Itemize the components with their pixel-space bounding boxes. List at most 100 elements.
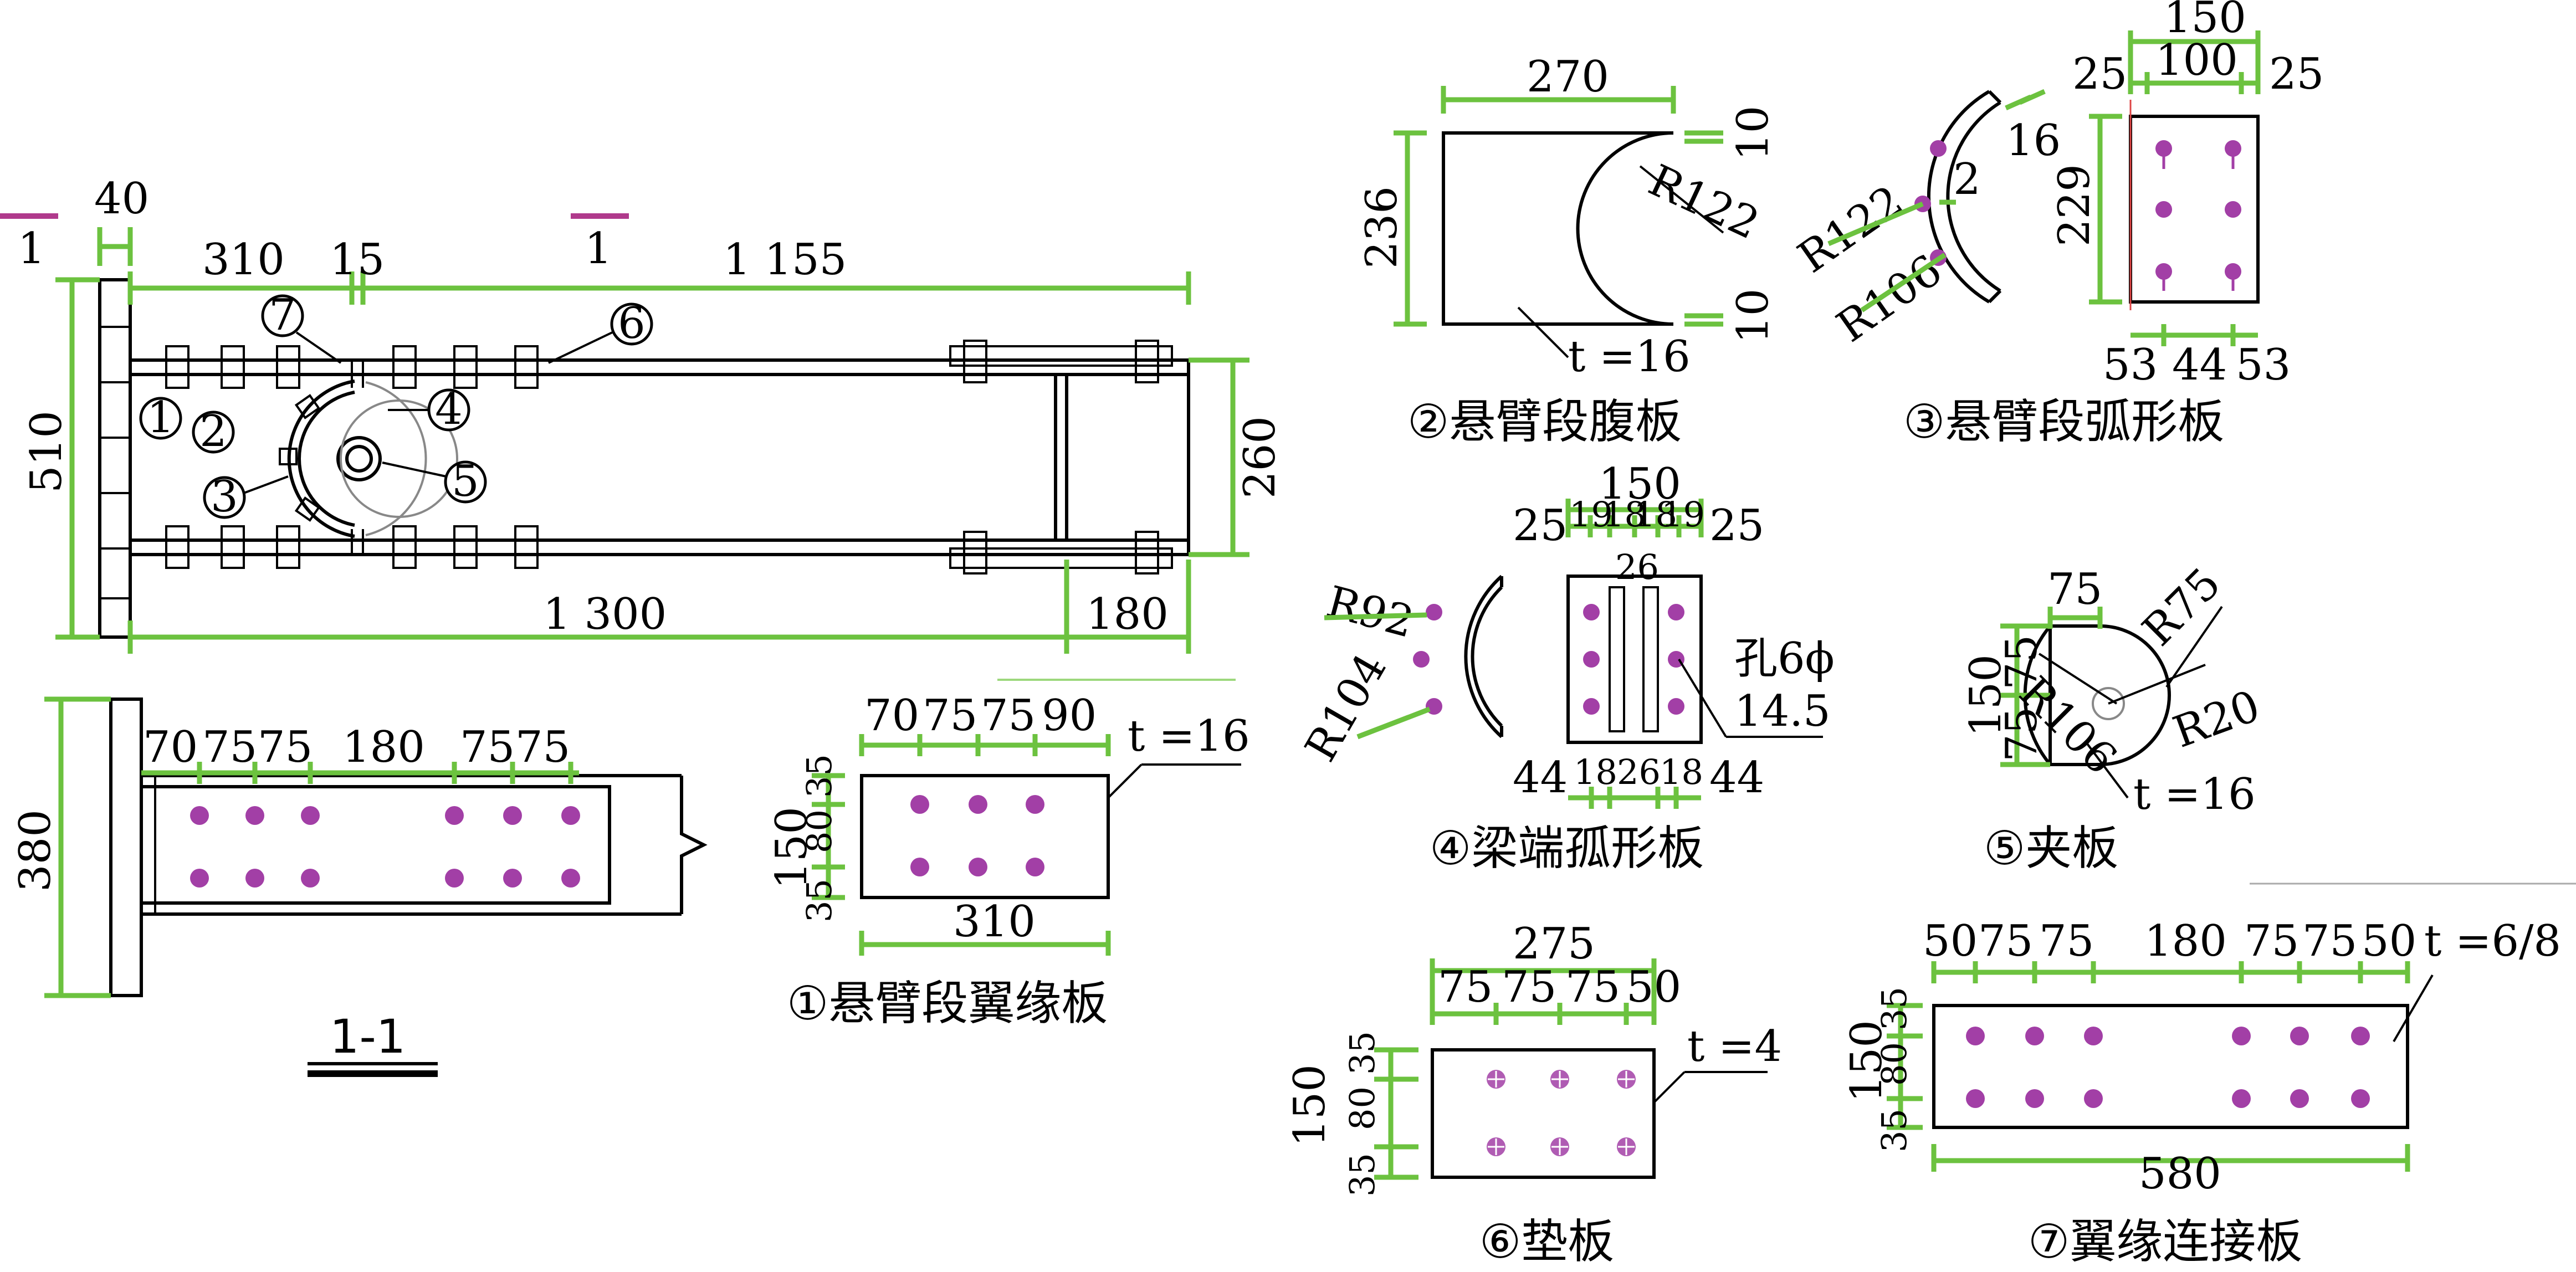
part1-cantilever-flange-plate: 70 75 75 90 t =16 150 35 80 35 310 ①悬臂段翼… — [767, 679, 1250, 1030]
svg-text:18: 18 — [1602, 494, 1646, 535]
svg-text:R122: R122 — [1641, 156, 1766, 249]
svg-text:75: 75 — [515, 722, 570, 772]
svg-text:75: 75 — [1997, 707, 2047, 762]
svg-text:18: 18 — [1660, 752, 1703, 792]
part3-bolts — [2155, 140, 2241, 291]
svg-text:310: 310 — [202, 235, 285, 285]
svg-text:380: 380 — [11, 809, 60, 892]
svg-text:75: 75 — [2047, 565, 2102, 614]
svg-text:4: 4 — [435, 384, 463, 434]
top-flange — [129, 358, 1190, 376]
part2-thickness: t =16 — [1568, 332, 1691, 382]
part6-shim-plate: 275 75 75 75 50 150 35 80 35 t =4 ⑥垫板 — [1285, 919, 1782, 1269]
svg-text:R20: R20 — [2167, 681, 2266, 758]
section-flange-plate — [140, 785, 611, 905]
part6-title: ⑥垫板 — [1479, 1214, 1614, 1269]
svg-text:5: 5 — [452, 457, 479, 506]
svg-text:2: 2 — [1953, 155, 1981, 204]
svg-text:44: 44 — [2172, 340, 2227, 390]
svg-text:18: 18 — [1633, 494, 1677, 535]
svg-text:15: 15 — [330, 235, 385, 285]
svg-text:75: 75 — [1438, 962, 1493, 1012]
svg-text:R92: R92 — [1322, 577, 1419, 648]
part5-hole — [2092, 687, 2125, 720]
part4-arc-inner — [1471, 586, 1503, 727]
svg-text:3: 3 — [211, 472, 238, 522]
svg-text:229: 229 — [2050, 164, 2099, 247]
main-elevation-view: 1 1 — [0, 174, 1285, 654]
svg-text:44: 44 — [1709, 753, 1764, 803]
svg-text:150: 150 — [1599, 459, 1681, 509]
part7-plate — [1932, 1004, 2409, 1129]
beam-end-bolts — [949, 340, 1173, 575]
svg-text:50: 50 — [2362, 916, 2416, 966]
svg-text:75: 75 — [2302, 916, 2357, 966]
svg-text:2: 2 — [199, 407, 227, 457]
section-1-1-view: 380 70 75 75 180 75 75 1-1 — [11, 696, 708, 1077]
svg-text:75: 75 — [202, 722, 257, 772]
svg-text:150: 150 — [2164, 0, 2246, 43]
svg-text:18: 18 — [1574, 752, 1617, 792]
part3-cantilever-arc-plate: 16 2 R122 R106 150 25 100 25 2 — [1789, 0, 2324, 449]
svg-text:40: 40 — [94, 174, 149, 224]
part4-hole-dia: 14.5 — [1734, 686, 1831, 736]
callout-7: 7 — [261, 290, 342, 364]
svg-text:90: 90 — [1042, 691, 1097, 741]
part3-arc-outer — [1927, 90, 1990, 304]
svg-text:35: 35 — [1342, 1031, 1382, 1075]
svg-text:35: 35 — [1874, 1109, 1914, 1152]
clamp-plate-outline — [340, 399, 458, 518]
svg-text:53: 53 — [2236, 340, 2291, 390]
arc-plate-inner — [298, 391, 355, 527]
svg-text:150: 150 — [1842, 1020, 1892, 1102]
pin-inner — [345, 445, 373, 473]
svg-text:16: 16 — [2006, 116, 2061, 166]
part2-title: ②悬臂段腹板 — [1407, 394, 1682, 449]
svg-text:10: 10 — [1728, 289, 1778, 343]
svg-text:50: 50 — [1923, 916, 1978, 966]
svg-text:35: 35 — [1342, 1153, 1382, 1197]
part4-hole-note: 孔6ϕ — [1734, 634, 1835, 684]
svg-text:26: 26 — [1615, 547, 1659, 587]
svg-text:75: 75 — [981, 691, 1036, 741]
svg-text:75: 75 — [460, 722, 515, 772]
svg-text:75: 75 — [923, 691, 977, 741]
svg-text:10: 10 — [1728, 106, 1778, 161]
svg-text:44: 44 — [1513, 753, 1568, 803]
svg-text:150: 150 — [767, 807, 817, 889]
svg-text:80: 80 — [1874, 1042, 1914, 1086]
svg-text:35: 35 — [799, 754, 839, 798]
svg-text:80: 80 — [1342, 1086, 1382, 1130]
part1-plate — [860, 774, 1110, 899]
svg-text:236: 236 — [1357, 186, 1407, 269]
svg-text:25: 25 — [2072, 49, 2127, 99]
svg-text:70: 70 — [143, 722, 198, 772]
svg-text:260: 260 — [1235, 416, 1285, 499]
svg-text:510: 510 — [22, 411, 71, 493]
svg-text:150: 150 — [1961, 654, 2011, 737]
callout-2: 2 — [192, 407, 235, 457]
part5-title: ⑤夹板 — [1984, 821, 2118, 875]
svg-text:270: 270 — [1527, 52, 1609, 102]
top-flange-bolts — [165, 345, 539, 569]
section-title: 1-1 — [330, 1009, 406, 1064]
main-dimensions: 40 310 15 1 155 510 260 1 300 — [22, 174, 1285, 654]
svg-text:100: 100 — [2155, 35, 2238, 85]
part4-plate — [1566, 575, 1703, 744]
pin-outer — [336, 436, 382, 481]
callout-4: 4 — [388, 384, 470, 434]
svg-text:25: 25 — [2269, 49, 2324, 99]
callout-3: 3 — [203, 472, 289, 522]
svg-text:35: 35 — [799, 879, 839, 922]
callout-6: 6 — [548, 299, 653, 364]
callout-1: 1 — [139, 393, 182, 443]
svg-text:53: 53 — [2103, 340, 2158, 390]
part7-flange-connection-plate: 50 75 75 180 75 75 50 t =6/8 150 35 80 3… — [1842, 883, 2576, 1269]
svg-text:75: 75 — [2244, 916, 2299, 966]
arc-plate-outer — [287, 379, 355, 538]
svg-text:R104: R104 — [1296, 645, 1397, 770]
svg-text:1 155: 1 155 — [723, 235, 847, 285]
svg-text:180: 180 — [342, 722, 425, 772]
part6-plate — [1431, 1048, 1656, 1179]
